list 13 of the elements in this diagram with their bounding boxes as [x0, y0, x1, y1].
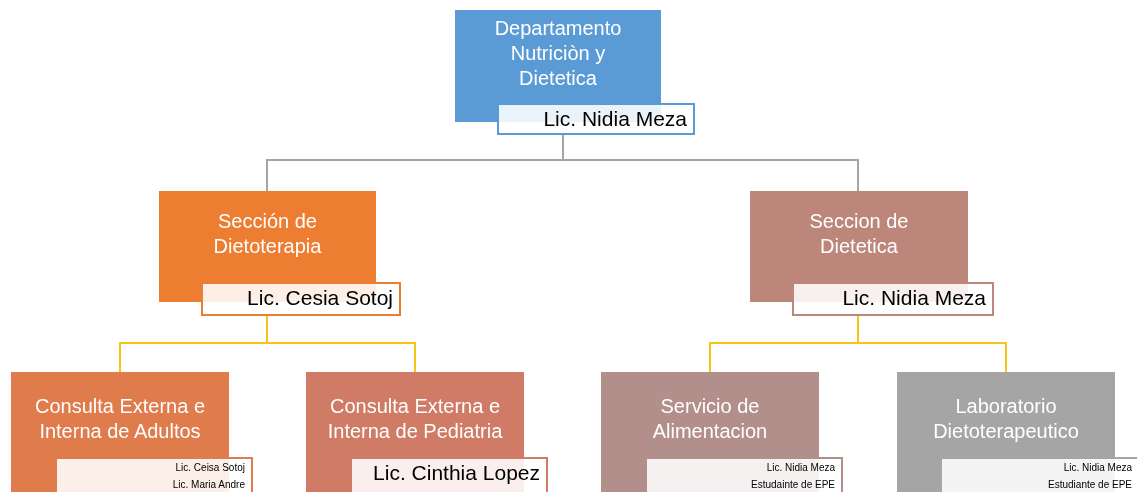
- name-text: Estudiante de EPE: [1047, 478, 1132, 492]
- connector-line: [562, 134, 859, 192]
- name-label: Lic. Cesia Sotoj: [201, 282, 401, 316]
- connector-line: [266, 315, 416, 373]
- name-label: Lic. Nidia Meza: [497, 103, 695, 135]
- name-label: Lic. Cinthia Lopez: [350, 457, 548, 492]
- name-text: Lic. Nidia Meza: [765, 461, 835, 475]
- name-text: Lic. Nidia Meza: [1062, 461, 1132, 475]
- name-text: Lic. Maria Andre: [171, 478, 245, 492]
- name-label: Lic. Nidia Meza: [792, 282, 994, 316]
- connector-line: [857, 315, 1007, 373]
- name-text: Estudainte de EPE: [750, 478, 835, 492]
- name-text: Lic. Ceisa Sotoj: [174, 461, 245, 475]
